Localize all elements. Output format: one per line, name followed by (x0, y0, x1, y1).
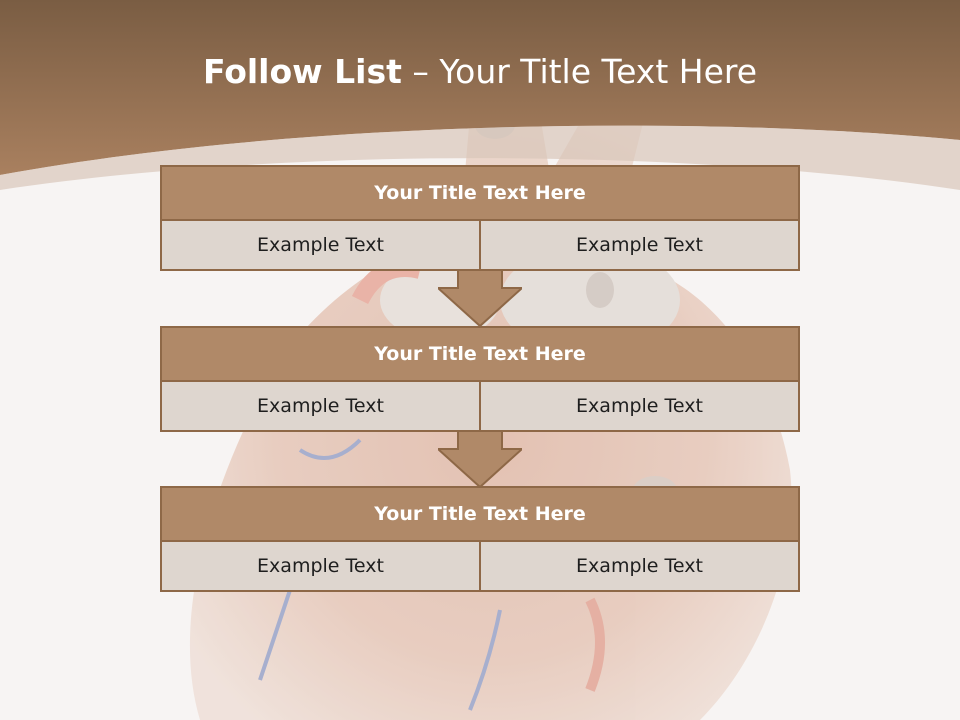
list-block-3: Your Title Text Here Example Text Exampl… (160, 486, 800, 592)
header-swoosh (0, 125, 960, 190)
block-title: Your Title Text Here (160, 165, 800, 221)
block-row: Example Text Example Text (160, 221, 800, 271)
block-cell-left: Example Text (160, 221, 481, 271)
title-strong: Follow List (202, 52, 402, 91)
block-cell-left: Example Text (160, 542, 481, 592)
block-cell-left: Example Text (160, 382, 481, 432)
block-title: Your Title Text Here (160, 486, 800, 542)
block-row: Example Text Example Text (160, 382, 800, 432)
list-block-1: Your Title Text Here Example Text Exampl… (160, 165, 800, 271)
block-title: Your Title Text Here (160, 326, 800, 382)
block-row: Example Text Example Text (160, 542, 800, 592)
title-rest: – Your Title Text Here (401, 52, 758, 91)
list-block-2: Your Title Text Here Example Text Exampl… (160, 326, 800, 432)
header-band (0, 0, 960, 175)
block-cell-right: Example Text (481, 221, 800, 271)
slide-title: Follow List – Your Title Text Here (0, 52, 960, 91)
block-cell-right: Example Text (481, 542, 800, 592)
down-arrow-icon (438, 431, 522, 489)
down-arrow-icon (438, 270, 522, 328)
block-cell-right: Example Text (481, 382, 800, 432)
